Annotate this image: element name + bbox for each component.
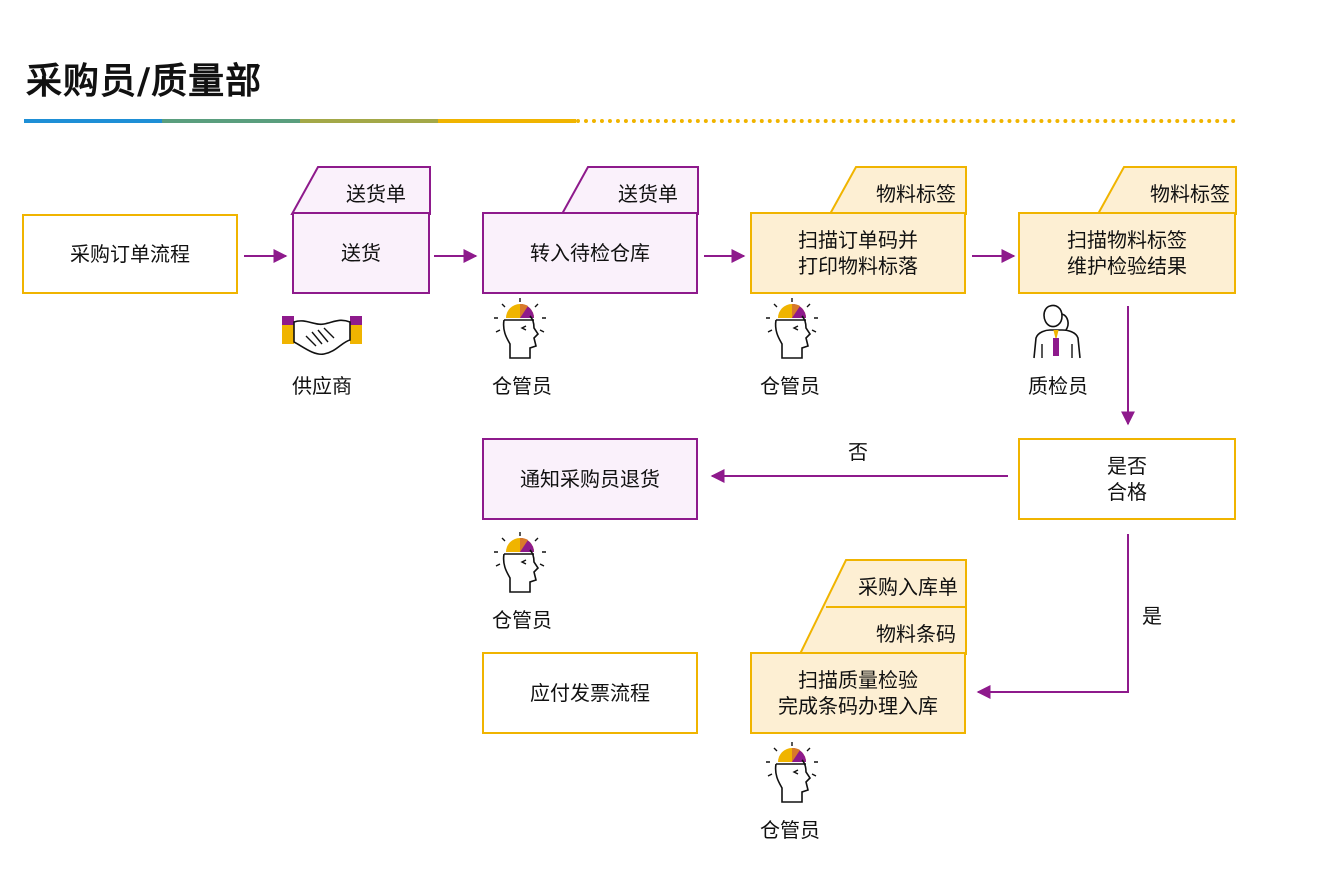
node-label: 应付发票流程	[530, 681, 650, 705]
node-label: 转入待检仓库	[530, 241, 650, 265]
role-keeper2: 仓管员	[760, 374, 820, 398]
node-label-line2: 打印物料标落	[798, 254, 918, 278]
node-purchase-order: 采购订单流程	[22, 214, 238, 294]
inspector-person-icon	[1033, 304, 1081, 359]
node-label: 采购订单流程	[70, 242, 190, 266]
doc-label-label: 物料标签	[1150, 182, 1230, 206]
node-label-line2: 完成条码办理入库	[778, 694, 938, 718]
node-label-line1: 是否	[1107, 454, 1147, 478]
thinking-head-icon	[494, 532, 546, 593]
node-payable: 应付发票流程	[482, 652, 698, 734]
rule-dotted	[576, 119, 1236, 123]
doc-label-scan: 物料标签	[876, 182, 956, 206]
page-title: 采购员/质量部	[26, 61, 263, 102]
node-label-line2: 维护检验结果	[1067, 254, 1187, 278]
node-notify-return: 通知采购员退货	[482, 438, 698, 520]
thinking-head-icon	[766, 742, 818, 803]
edge-label-no: 否	[848, 440, 868, 464]
edge-yes	[976, 534, 1129, 699]
node-label-line1: 扫描物料标签	[1067, 228, 1187, 252]
thinking-head-icon	[494, 298, 546, 359]
node-label-line2: 合格	[1107, 480, 1147, 504]
doc-label-inbound-top: 采购入库单	[858, 575, 958, 599]
node-label-line1: 扫描订单码并	[798, 228, 918, 252]
node-qualified: 是否合格	[1018, 438, 1236, 520]
doc-label-deliver: 送货单	[346, 182, 406, 206]
node-scan-print: 扫描订单码并打印物料标落	[750, 212, 966, 294]
rule-segment-3	[300, 119, 438, 123]
doc-label-inbound-mid: 物料条码	[876, 622, 956, 646]
node-label: 通知采购员退货	[520, 467, 660, 491]
node-scan-label: 扫描物料标签维护检验结果	[1018, 212, 1236, 294]
role-inspector: 质检员	[1028, 374, 1088, 398]
node-scan-inbound: 扫描质量检验完成条码办理入库	[750, 652, 966, 734]
node-label-line1: 扫描质量检验	[798, 668, 918, 692]
rule-segment-4	[438, 119, 576, 123]
edge-label-yes: 是	[1142, 604, 1162, 628]
role-keeper4: 仓管员	[760, 818, 820, 842]
thinking-head-icon	[766, 298, 818, 359]
rule-segment-1	[24, 119, 162, 123]
rule-segment-2	[162, 119, 300, 123]
role-supplier: 供应商	[292, 374, 352, 398]
handshake-icon	[282, 316, 362, 356]
doc-label-warehouse: 送货单	[618, 182, 678, 206]
node-label: 送货	[341, 241, 381, 265]
role-keeper3: 仓管员	[492, 608, 552, 632]
role-keeper1: 仓管员	[492, 374, 552, 398]
node-deliver: 送货	[292, 212, 430, 294]
node-to-warehouse: 转入待检仓库	[482, 212, 698, 294]
